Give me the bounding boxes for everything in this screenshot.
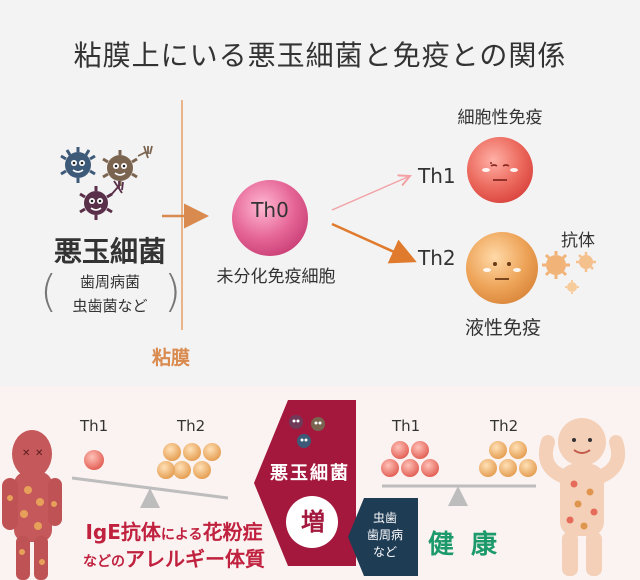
cavity-tag-line1: 虫歯 [354, 510, 416, 527]
svg-text:✕: ✕ [22, 448, 30, 459]
bacteria-label: 悪玉細菌 [40, 230, 180, 270]
allergy-taishitsu: アレルギー体質 [125, 547, 265, 571]
left-th1-label: Th1 [80, 417, 108, 435]
right-balance [381, 441, 537, 506]
th2-label: Th2 [418, 246, 456, 270]
th1-cell [467, 137, 533, 203]
banner-increase-label: 増 [288, 502, 338, 537]
antibody-icon [542, 251, 596, 294]
arrow-to-th1 [332, 176, 410, 210]
th0-caption: 未分化免疫細胞 [196, 262, 356, 287]
left-balance [72, 443, 228, 508]
antibody-label: 抗体 [548, 226, 608, 251]
th1-role: 細胞性免疫 [430, 103, 570, 128]
th2-role: 液性免疫 [428, 313, 578, 340]
svg-text:✕: ✕ [35, 448, 43, 459]
th0-label: Th0 [230, 198, 310, 222]
bacteria-icon [61, 146, 152, 220]
cavity-tag-line3: など [354, 544, 416, 561]
allergy-ige: IgE抗体 [85, 520, 160, 544]
th2-cell [466, 232, 538, 304]
cavity-tag-text: 虫歯 歯周病 など [354, 510, 416, 561]
allergy-nadono: などの [83, 554, 125, 570]
allergy-niyoru: による [161, 527, 203, 543]
allergy-kafunsho: 花粉症 [203, 520, 263, 544]
right-th2-label: Th2 [490, 417, 518, 435]
banner-bacteria-label: 悪玉細菌 [250, 459, 370, 485]
healthy-person-icon [546, 418, 618, 576]
left-th2-label: Th2 [177, 417, 205, 435]
right-th1-label: Th1 [392, 417, 420, 435]
allergy-caption: IgE抗体による花粉症 などのアレルギー体質 [54, 520, 294, 574]
arrow-to-th2 [332, 224, 412, 260]
health-label: 健 康 [428, 524, 501, 561]
cavity-tag-line2: 歯周病 [354, 527, 416, 544]
mucosa-label: 粘膜 [152, 343, 190, 370]
bacteria-example-1: 歯周病菌 [40, 270, 180, 294]
bacteria-examples: 歯周病菌 虫歯菌など [40, 270, 180, 318]
sick-person-icon: ✕ ✕ [2, 430, 62, 580]
th1-label: Th1 [418, 164, 456, 188]
bacteria-example-2: 虫歯菌など [40, 294, 180, 318]
